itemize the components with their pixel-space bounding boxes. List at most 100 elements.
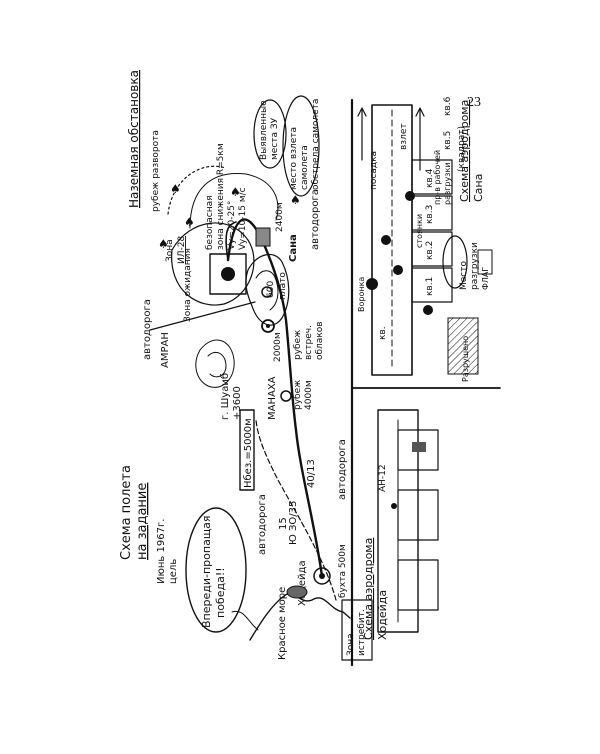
aa-gun-icon: ♠ bbox=[170, 182, 181, 196]
aircraft-marker bbox=[423, 305, 433, 315]
safe-line-2: зона снижения R=5км bbox=[216, 143, 226, 250]
sana-city-block bbox=[255, 227, 271, 247]
takeoff-label-sana: взлет bbox=[399, 123, 409, 150]
cargo-note: пр-в рабочей разгрузки bbox=[433, 150, 452, 205]
sana-airfield-title-1: Схема аэродрома bbox=[458, 100, 471, 202]
sana-plateau-contour bbox=[245, 253, 290, 326]
kv2-text: кв.2 bbox=[425, 241, 435, 260]
aircraft-marker bbox=[393, 265, 403, 275]
il28-zone-boundary bbox=[171, 222, 255, 306]
hodeida-airfield-title: Схема аэродрома Ходейда bbox=[362, 538, 389, 640]
title-line-1: Схема полета bbox=[119, 465, 134, 560]
landing-arrow-head bbox=[357, 107, 367, 117]
unload-2: разгрузки bbox=[470, 242, 480, 290]
quadrant-4 bbox=[411, 159, 453, 195]
ground-situation-text: Наземная обстановка bbox=[127, 70, 141, 208]
found-aa-1: Выявленные bbox=[259, 100, 269, 160]
rubezh-alt-text: 4000м bbox=[304, 380, 314, 410]
bay-text: бухта 500м bbox=[338, 544, 348, 598]
aa-gun-symbols: ♠ ♠ ♠ ♠ ♠ bbox=[158, 182, 301, 251]
height-2000-text: 2000м bbox=[273, 332, 283, 362]
safe-descent-arc bbox=[189, 173, 279, 229]
slogan-line-1: Впереди-пропащая bbox=[200, 515, 213, 628]
road-amran bbox=[149, 301, 256, 331]
speed-label-3: 15 bbox=[278, 517, 289, 530]
kv4-label: кв.4 bbox=[425, 168, 435, 188]
flight-route bbox=[226, 218, 324, 578]
hodeida-apron-3 bbox=[397, 559, 439, 611]
destroyed-text: Разрушено bbox=[461, 336, 470, 382]
flag-text: ФЛАГ bbox=[481, 267, 490, 290]
plateau-text: плато bbox=[278, 272, 288, 300]
hodeida-airfield-title-2: Ходейда bbox=[376, 590, 389, 640]
safe-line-1: безопасная bbox=[205, 195, 215, 250]
autoroad-label-2: автодорога bbox=[337, 439, 348, 500]
hodeida-text: Ходейда bbox=[297, 560, 308, 606]
slogan-oval bbox=[185, 507, 247, 633]
rubezh-meet-1: рубеж bbox=[293, 330, 303, 360]
aa-gun-icon: ♠ bbox=[184, 215, 195, 229]
waypoint-sana-approach bbox=[261, 286, 273, 298]
bay-label: бухта 500м bbox=[338, 544, 348, 598]
shuaib-contour-1 bbox=[195, 339, 235, 388]
found-aa-label: Выявленные места ЗУ bbox=[259, 100, 280, 160]
alt-600-label: 600 bbox=[266, 281, 276, 298]
title-date: Июнь 1967г. bbox=[156, 519, 167, 584]
autoroad-2-text: автодорога bbox=[337, 439, 348, 500]
rubezh-meet-label: рубеж встреч. облаков bbox=[293, 321, 325, 360]
sana-airfield-title: Схема аэродрома Сана bbox=[458, 100, 485, 202]
safe-descent-label: безопасная зона снижения R=5км Vy=20-25°… bbox=[205, 143, 248, 250]
fighter-zone-box bbox=[341, 599, 373, 661]
slogan-line-2: победа!! bbox=[214, 567, 227, 618]
hodeida-apron-2 bbox=[397, 489, 439, 541]
autoroad-3-text: автодорога bbox=[142, 299, 153, 360]
aircraft-marker bbox=[405, 191, 415, 201]
kv1-label: кв.1 bbox=[425, 277, 435, 296]
turn-line-text: рубеж разворота bbox=[151, 130, 161, 212]
speed-label-2: 40/13 bbox=[306, 459, 317, 488]
takeoff-3: обстрела самолета bbox=[311, 99, 321, 190]
sana-airfield-title-2: Сана bbox=[472, 174, 485, 202]
autoroad-4-text: автодорога bbox=[310, 189, 321, 250]
shuaib-contour-2 bbox=[207, 351, 227, 378]
fighter-zone-label: Зона истребит. bbox=[346, 609, 367, 656]
found-aa-callout bbox=[253, 99, 287, 169]
il28-zone-code: ИЛ-28 bbox=[177, 236, 187, 264]
kv1-text: кв.1 bbox=[425, 277, 435, 296]
autoroad-label-4: автодорога bbox=[310, 189, 321, 250]
hodeida-city-marker bbox=[286, 585, 308, 599]
takeoff-arrow-head bbox=[415, 107, 425, 117]
landing-label: посадка bbox=[369, 151, 379, 190]
speed-2-text: 40/13 bbox=[306, 459, 317, 488]
kv3-text: кв.3 bbox=[425, 205, 435, 224]
destroyed-label: Разрушено bbox=[461, 336, 470, 382]
aa-gun-icon: ♠ bbox=[290, 193, 301, 207]
alt-2400-text: 2400м bbox=[275, 202, 285, 232]
aa-gun-icon: ♠ bbox=[230, 185, 241, 199]
title-line-2: на задание bbox=[135, 483, 150, 560]
hold-zone-text: Зона ожидания bbox=[183, 248, 193, 322]
safe-altitude-text: Нбез.=5000м bbox=[243, 418, 254, 488]
crater-text: Воронка bbox=[357, 277, 366, 312]
rubezh-meet-3: облаков bbox=[315, 321, 325, 360]
takeoff-text-sana: взлет bbox=[399, 123, 409, 150]
hodeida-apron-1 bbox=[397, 429, 439, 471]
unload-1: Место bbox=[459, 261, 469, 290]
autoroad-1-text: автодорога bbox=[257, 494, 268, 555]
landing-text: посадка bbox=[369, 151, 379, 190]
safe-altitude-label: Нбез.=5000м bbox=[243, 418, 254, 488]
flag-label: ФЛАГ bbox=[481, 267, 490, 290]
an12-label: АН-12 bbox=[378, 464, 388, 492]
unload-area bbox=[442, 235, 468, 289]
page-number: 23 bbox=[467, 95, 481, 110]
il28-zone-marker bbox=[221, 267, 235, 281]
kv4-text: кв.4 bbox=[425, 168, 435, 188]
fighter-zone-2: истребит. bbox=[357, 609, 367, 656]
speed-3-text: 15 bbox=[278, 517, 289, 530]
alt-600-text: 600 bbox=[266, 281, 276, 298]
autoroad-label-3: автодорога bbox=[142, 299, 153, 360]
fighter-zone-1: Зона bbox=[346, 633, 356, 656]
kv-left-text: кв. bbox=[378, 326, 388, 340]
